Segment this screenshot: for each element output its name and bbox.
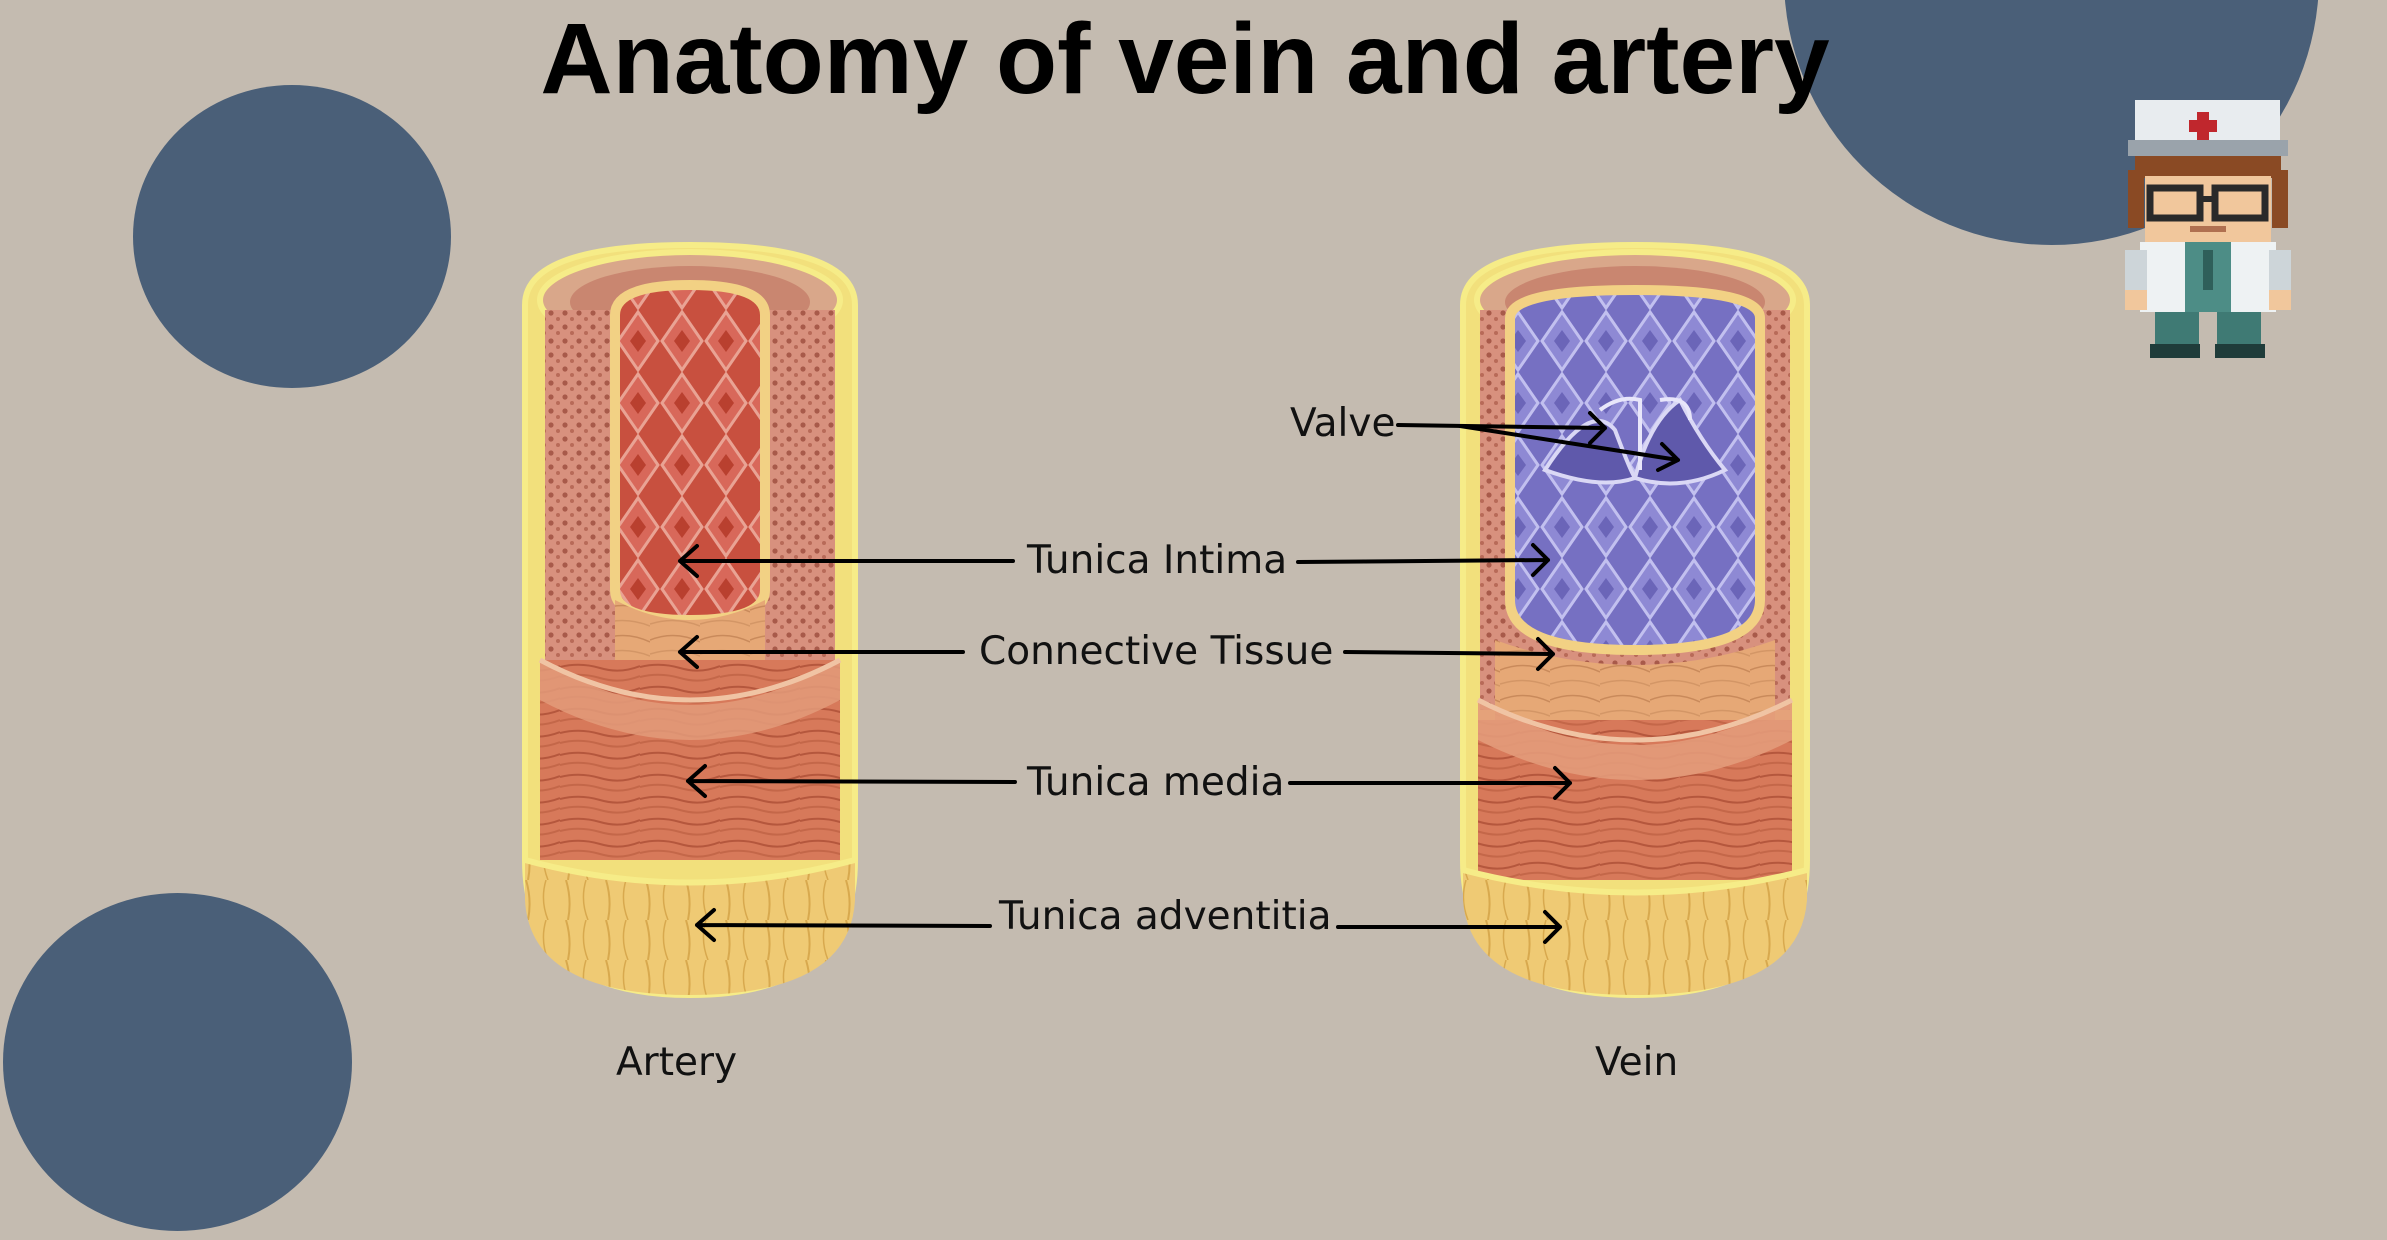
arrow-connective-left bbox=[678, 635, 965, 669]
arrow-adventitia-left bbox=[695, 908, 992, 942]
pixel-nurse-doctor-icon bbox=[2125, 100, 2291, 358]
page-title: Anatomy of vein and artery bbox=[540, 3, 1830, 115]
arrow-valve-1 bbox=[1396, 411, 1607, 445]
vein-illustration bbox=[1460, 241, 1810, 999]
label-tunica-adventitia: Tunica adventitia bbox=[999, 894, 1332, 939]
label-tunica-media: Tunica media bbox=[1027, 760, 1285, 805]
label-arrows bbox=[678, 411, 1680, 944]
arrow-adventitia-right bbox=[1336, 910, 1562, 944]
label-valve: Valve bbox=[1290, 401, 1396, 446]
arrow-intima-right bbox=[1296, 543, 1550, 577]
arrow-media-right bbox=[1288, 766, 1572, 800]
arrow-intima-left bbox=[678, 544, 1015, 578]
arrow-connective-right bbox=[1343, 637, 1555, 671]
decor-circle-left bbox=[133, 85, 451, 388]
artery-illustration bbox=[522, 241, 858, 999]
label-tunica-intima: Tunica Intima bbox=[1027, 538, 1288, 583]
arrow-valve-2 bbox=[1458, 424, 1680, 472]
caption-artery: Artery bbox=[616, 1040, 738, 1085]
label-connective-tissue: Connective Tissue bbox=[979, 629, 1334, 674]
arrow-media-left bbox=[686, 764, 1017, 798]
caption-vein: Vein bbox=[1595, 1040, 1679, 1085]
decor-circle-bottom-left bbox=[3, 893, 352, 1231]
